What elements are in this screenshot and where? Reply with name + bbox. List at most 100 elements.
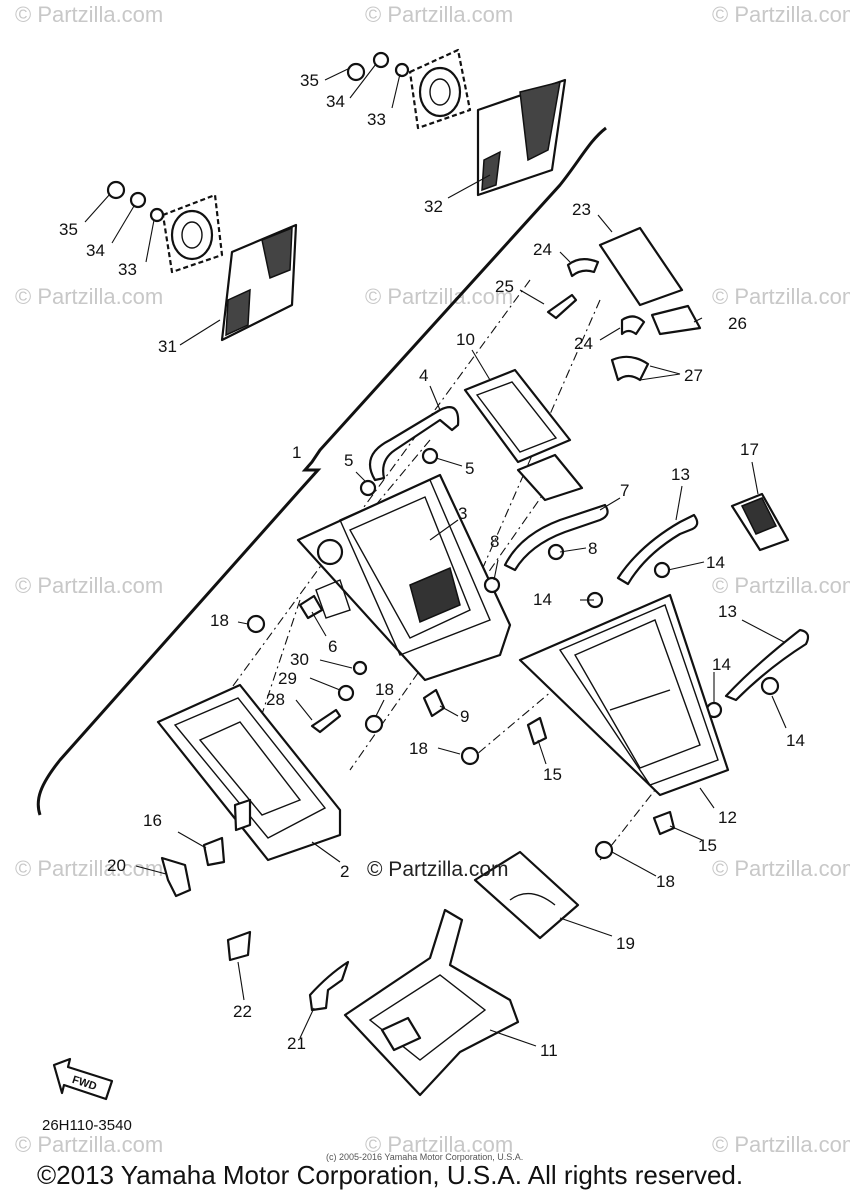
part-label-34: 34 — [326, 92, 345, 111]
grommet-18b — [364, 714, 384, 734]
clip-27 — [610, 355, 650, 382]
part-label-15: 15 — [543, 765, 562, 784]
clip-16 — [202, 836, 226, 867]
part-label-10: 10 — [456, 330, 475, 349]
grommet-18c — [460, 746, 480, 766]
clip-24a — [566, 258, 600, 278]
center-line — [349, 469, 561, 771]
center-line — [259, 599, 301, 721]
grommet-15a — [526, 716, 548, 746]
part-label-35: 35 — [59, 220, 78, 239]
part-label-3: 3 — [458, 504, 468, 523]
part-label-23: 23 — [572, 200, 591, 219]
center-line — [329, 439, 431, 561]
washer-30 — [352, 660, 368, 676]
part-label-14: 14 — [706, 553, 725, 572]
part-label-17: 17 — [740, 440, 759, 459]
grommet-18a — [246, 614, 266, 634]
watermark: © Partzilla.com — [15, 856, 164, 881]
cup-holder-10 — [463, 368, 572, 464]
part-label-14: 14 — [786, 731, 805, 750]
part-label-18: 18 — [375, 680, 394, 699]
grab-handle-13a — [616, 513, 699, 586]
screw-25 — [546, 293, 578, 320]
grommet-18d — [594, 840, 614, 860]
part-label-14: 14 — [712, 655, 731, 674]
part-label-8: 8 — [490, 532, 500, 551]
clip-24b — [620, 315, 646, 336]
part-label-21: 21 — [287, 1034, 306, 1053]
watermark: © Partzilla.com — [15, 1132, 164, 1157]
part-label-13: 13 — [718, 602, 737, 621]
watermark: © Partzilla.com — [712, 284, 850, 309]
fwd-arrow-icon: FWD — [52, 1057, 114, 1101]
part-label-29: 29 — [278, 669, 297, 688]
watermark: © Partzilla.com — [365, 1132, 514, 1157]
grommet-9 — [422, 688, 446, 718]
grommet-6 — [298, 594, 324, 620]
screw-28 — [310, 708, 342, 734]
part-label-31: 31 — [158, 337, 177, 356]
watermark: © Partzilla.com — [365, 2, 514, 27]
part-label-18: 18 — [656, 872, 675, 891]
part-label-14: 14 — [533, 590, 552, 609]
part-label-32: 32 — [424, 197, 443, 216]
part-label-18: 18 — [409, 739, 428, 758]
part-label-2: 2 — [340, 862, 350, 881]
part-label-8: 8 — [588, 539, 598, 558]
part-label-4: 4 — [419, 366, 429, 385]
console-frame-2 — [156, 683, 342, 862]
part-label-18: 18 — [210, 611, 229, 630]
washer-29 — [337, 684, 355, 702]
watermark: © Partzilla.com — [712, 1132, 850, 1157]
part-label-27: 27 — [684, 366, 703, 385]
part-label-28: 28 — [266, 690, 285, 709]
cover-19 — [473, 850, 580, 940]
part-label-24: 24 — [533, 240, 552, 259]
watermark: © Partzilla.com — [365, 284, 514, 309]
part-label-7: 7 — [620, 481, 630, 500]
mount-bracket-11 — [343, 908, 520, 1097]
speaker-grille-31 — [106, 180, 298, 342]
grab-handle-7 — [503, 503, 609, 572]
clip-20 — [160, 856, 192, 898]
part-label-33: 33 — [367, 110, 386, 129]
watermark: © Partzilla.com — [15, 2, 164, 27]
part-label-33: 33 — [118, 260, 137, 279]
part-label-22: 22 — [233, 1002, 252, 1021]
grommet-15b — [652, 810, 676, 836]
watermark: © Partzilla.com — [15, 573, 164, 598]
speaker-grille-32 — [346, 48, 567, 197]
watermark: © Partzilla.com — [15, 284, 164, 309]
part-label-24: 24 — [574, 334, 593, 353]
part-label-6: 6 — [328, 637, 338, 656]
part-label-19: 19 — [616, 934, 635, 953]
part-label-13: 13 — [671, 465, 690, 484]
center-line — [229, 279, 531, 691]
part-label-5: 5 — [465, 459, 475, 478]
part-label-35: 35 — [300, 71, 319, 90]
copyright-notice: ©2013 Yamaha Motor Corporation, U.S.A. A… — [37, 1160, 744, 1190]
part-label-15: 15 — [698, 836, 717, 855]
part-label-26: 26 — [728, 314, 747, 333]
part-label-34: 34 — [86, 241, 105, 260]
clip-22 — [226, 930, 252, 962]
part-label-5: 5 — [344, 451, 354, 470]
part-label-9: 9 — [460, 707, 470, 726]
part-label-12: 12 — [718, 808, 737, 827]
small-copyright: (c) 2005-2016 Yamaha Motor Corporation, … — [326, 1152, 524, 1162]
part-label-1: 1 — [292, 443, 302, 462]
watermark: © Partzilla.com — [712, 573, 850, 598]
part-label-16: 16 — [143, 811, 162, 830]
assembly-bracket-line — [36, 126, 607, 816]
part-label-11: 11 — [540, 1041, 558, 1060]
lid-23 — [598, 226, 684, 307]
watermark: © Partzilla.com — [712, 856, 850, 881]
clip-21 — [308, 960, 350, 1012]
grab-handle-13b — [724, 628, 810, 702]
pad-26 — [650, 304, 702, 336]
part-label-30: 30 — [290, 650, 309, 669]
center-watermark: © Partzilla.com — [367, 858, 509, 881]
grab-handle-4 — [368, 406, 460, 482]
